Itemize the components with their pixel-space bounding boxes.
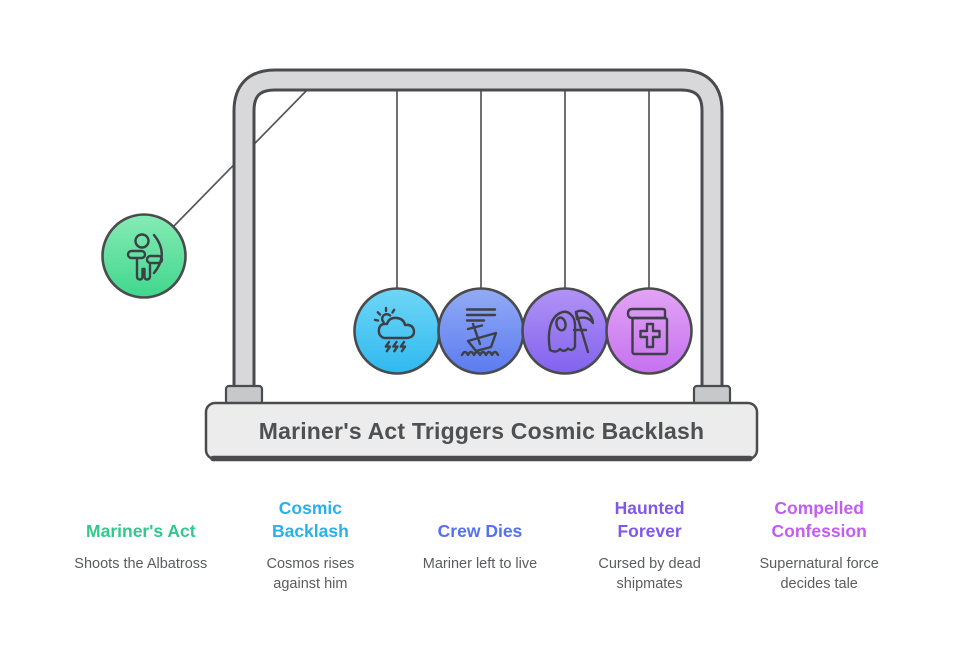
legend-item-haunted-forever: Haunted Forever Cursed by dead shipmates bbox=[565, 496, 735, 594]
legend: Mariner's Act Shoots the Albatross Cosmi… bbox=[56, 496, 904, 594]
newtons-cradle-graphic bbox=[101, 68, 759, 462]
legend-item-crew-dies: Crew Dies Mariner left to live bbox=[395, 496, 565, 594]
ghost-scythe-icon bbox=[547, 309, 595, 354]
archer-icon bbox=[126, 233, 164, 281]
legend-heading: Haunted Forever bbox=[614, 498, 685, 541]
legend-item-cosmic-backlash: Cosmic Backlash Cosmos rises against him bbox=[226, 496, 396, 594]
legend-item-mariners-act: Mariner's Act Shoots the Albatross bbox=[56, 496, 226, 594]
legend-description: Supernatural force decides tale bbox=[759, 556, 879, 592]
ball-compelled-confession bbox=[605, 287, 693, 375]
legend-heading: Cosmic Backlash bbox=[271, 498, 349, 541]
legend-heading: Crew Dies bbox=[437, 520, 523, 541]
legend-description: Shoots the Albatross bbox=[74, 556, 208, 572]
legend-heading: Compelled Confession bbox=[771, 498, 867, 541]
legend-description: Mariner left to live bbox=[422, 556, 538, 572]
ball-mariners-act bbox=[101, 213, 187, 299]
cradle-base-title: Mariner's Act Triggers Cosmic Backlash bbox=[258, 417, 705, 444]
frame-foot-right bbox=[692, 384, 732, 406]
cradle-base bbox=[204, 401, 759, 462]
legend-item-compelled-confession: Compelled Confession Supernatural force … bbox=[734, 496, 904, 594]
storm-icon bbox=[373, 306, 416, 353]
ball-haunted-forever bbox=[521, 287, 609, 375]
ball-cosmic-backlash bbox=[353, 287, 441, 375]
legend-heading: Mariner's Act bbox=[86, 520, 196, 541]
sinking-ship-icon bbox=[460, 308, 500, 357]
legend-description: Cosmos rises against him bbox=[266, 556, 355, 592]
bible-icon bbox=[626, 307, 669, 356]
frame-foot-left bbox=[224, 384, 264, 406]
legend-description: Cursed by dead shipmates bbox=[598, 556, 701, 592]
cradle-frame bbox=[224, 68, 732, 406]
ball-crew-dies bbox=[437, 287, 525, 375]
